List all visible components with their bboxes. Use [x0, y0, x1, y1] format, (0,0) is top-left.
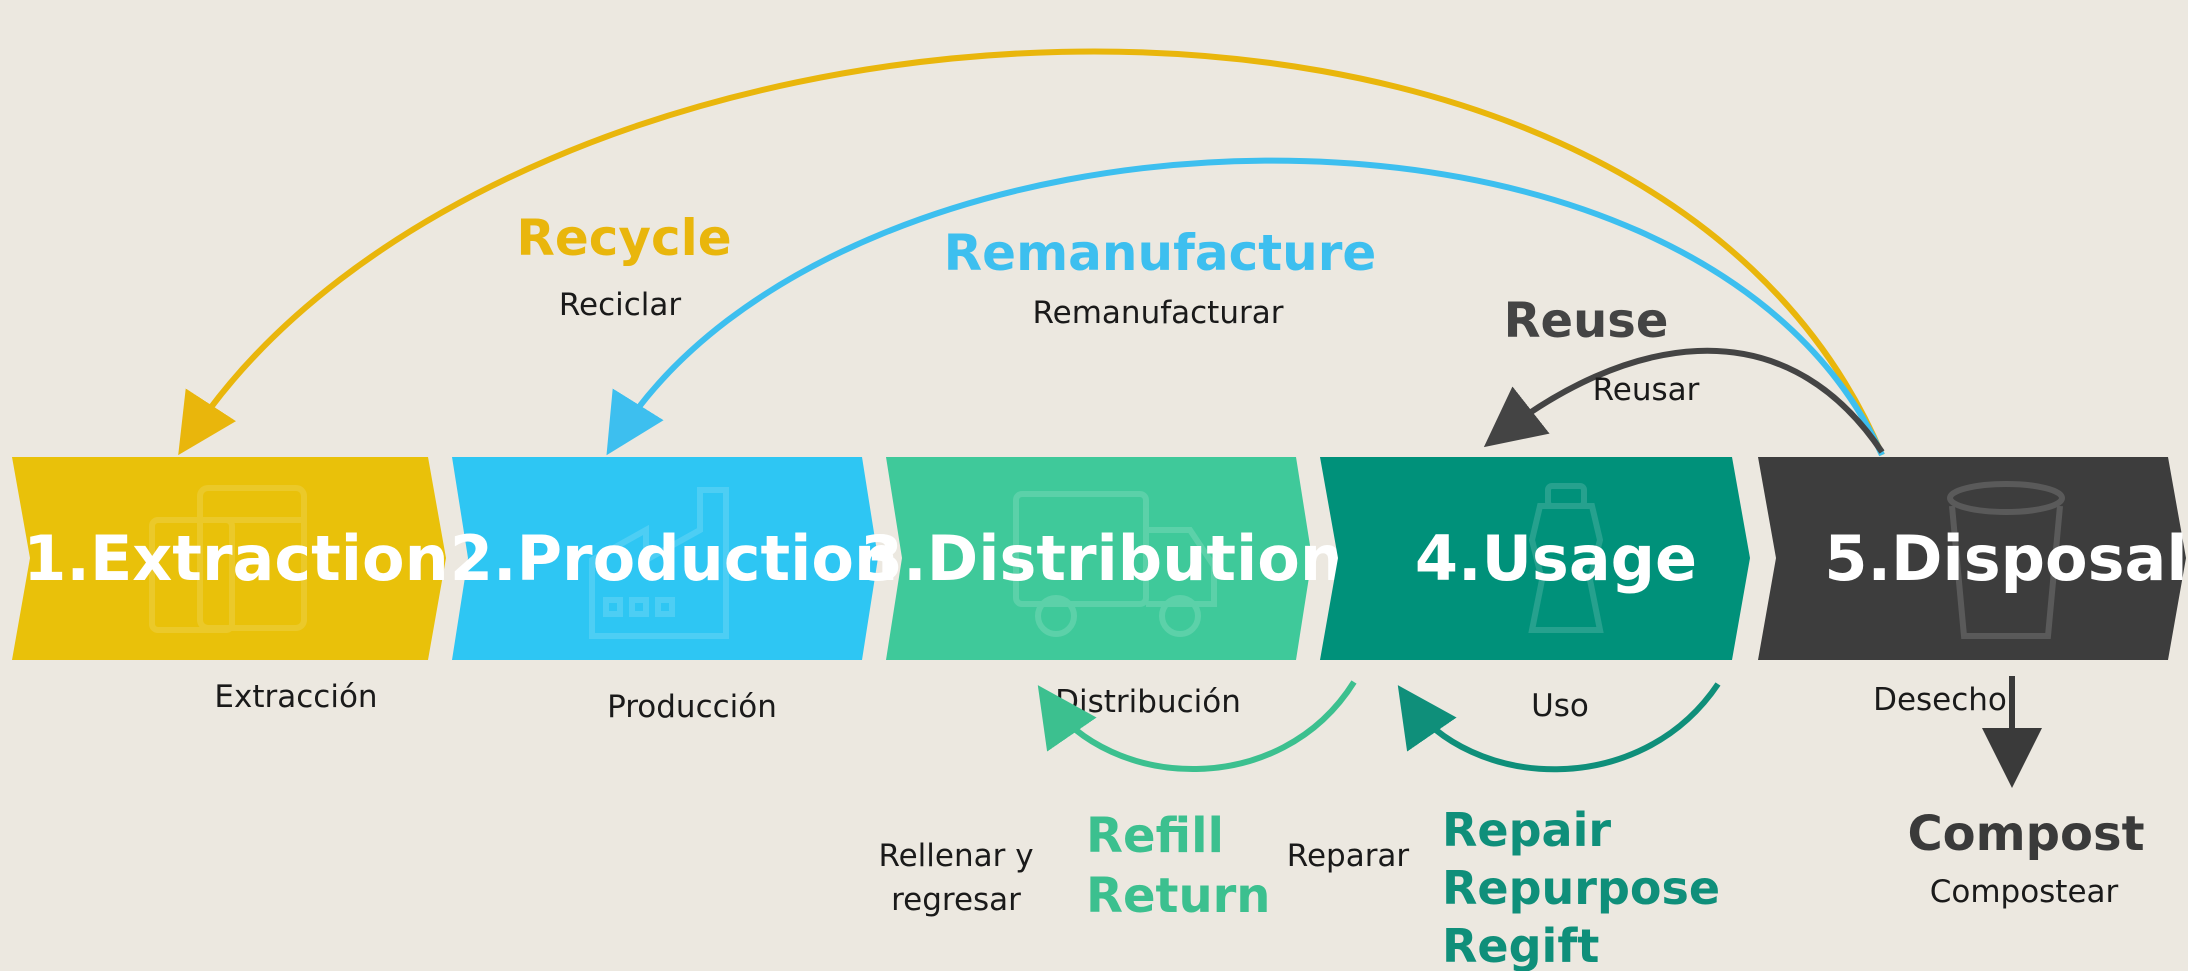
stage-disposal-chevron — [1758, 457, 2186, 660]
stage-disposal-label: 5.Disposal — [1824, 522, 2187, 595]
remanufacture-es: Remanufacturar — [1033, 295, 1284, 331]
repair-arrow — [1397, 682, 1721, 773]
stage-extraction: 1.Extraction — [12, 457, 449, 660]
refill-es-line1: Rellenar y — [878, 838, 1033, 874]
compost-es: Compostear — [1930, 874, 2119, 910]
refill-arrow — [1037, 680, 1357, 772]
refill-label: Refill — [1086, 808, 1224, 864]
stage-disposal: 5.Disposal — [1758, 457, 2188, 660]
stage-production-label: 2.Production — [450, 522, 898, 595]
stage-usage-chevron — [1320, 457, 1750, 660]
stage-usage-label: 4.Usage — [1415, 522, 1697, 595]
reuse-es: Reusar — [1593, 372, 1700, 408]
refill-es-line2: regresar — [891, 882, 1021, 918]
factory-icon — [589, 487, 729, 639]
reuse-arrow — [1483, 347, 1885, 454]
canister-icon — [149, 485, 307, 633]
stage-distribution-chevron — [886, 457, 1312, 660]
stage-usage: 4.Usage — [1320, 457, 1750, 660]
regift-label: Regift — [1442, 919, 1599, 971]
bottle-icon — [1528, 483, 1604, 633]
stage-extraction-chevron — [12, 457, 446, 660]
repair-label: Repair — [1442, 803, 1611, 857]
recycle-es: Reciclar — [559, 287, 682, 323]
repair-es: Reparar — [1287, 838, 1410, 874]
recycle-arrow — [178, 48, 1885, 457]
remanufacture-label: Remanufacture — [944, 224, 1377, 282]
stage-production-chevron — [452, 457, 878, 660]
compost-label: Compost — [1907, 806, 2144, 862]
stage-distribution: 3.Distribution — [860, 457, 1344, 660]
stage-disposal-es: Desecho — [1873, 682, 2007, 718]
stage-production: 2.Production — [450, 457, 898, 660]
stage-distribution-es: Distribución — [1055, 684, 1241, 720]
recycle-label: Recycle — [516, 209, 731, 267]
truck-icon — [1013, 491, 1217, 637]
trash-can-icon — [1947, 481, 2065, 639]
remanufacture-arrow — [606, 157, 1885, 457]
stage-extraction-es: Extracción — [214, 679, 377, 715]
stage-production-es: Producción — [607, 689, 777, 725]
stage-usage-es: Uso — [1531, 688, 1589, 724]
stage-distribution-label: 3.Distribution — [860, 522, 1344, 595]
repurpose-label: Repurpose — [1442, 861, 1720, 915]
return-label: Return — [1086, 868, 1270, 924]
reuse-label: Reuse — [1504, 293, 1669, 349]
stage-extraction-label: 1.Extraction — [23, 522, 448, 595]
